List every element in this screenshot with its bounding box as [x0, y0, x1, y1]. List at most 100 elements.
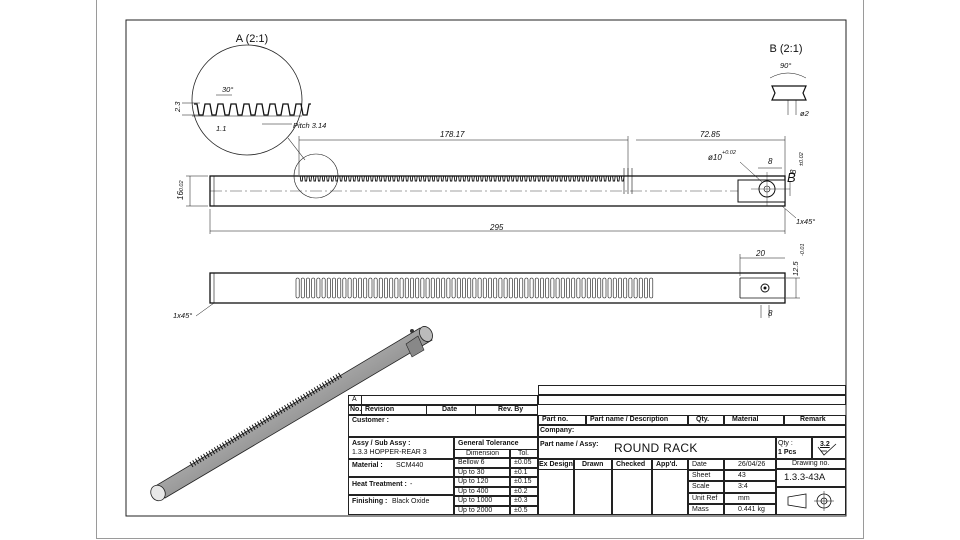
rack-slot — [493, 277, 498, 299]
rack-slot — [404, 277, 409, 299]
rack-slot — [456, 277, 461, 299]
finish-label: Finishing : — [352, 498, 388, 505]
rack-slot — [415, 277, 420, 299]
detail-b-angle: 90° — [780, 61, 791, 70]
surface-finish-icon — [817, 443, 837, 456]
drawing-no-label: Drawing no. — [792, 460, 830, 467]
tolerance-title: General Tolerance — [458, 440, 519, 447]
rack-slot — [612, 277, 617, 299]
iso-tooth — [194, 458, 199, 465]
tolerance-row-tol: ±0.15 — [514, 478, 532, 485]
front-view: 178.17 72.85 B ø10 +0.02 8 8 ±0.02 — [176, 130, 815, 234]
iso-tooth — [329, 377, 334, 384]
rack-slot — [566, 277, 570, 299]
rack-slot — [514, 277, 518, 299]
meta-label: Sheet — [692, 472, 711, 480]
tolerance-row-dim: Up to 2000 — [458, 506, 493, 514]
rack-slot — [555, 277, 560, 299]
iso-tooth — [313, 387, 318, 393]
sign-ex-design: Ex Design — [539, 461, 573, 468]
rack-slot — [571, 277, 576, 299]
iso-tooth — [221, 442, 226, 448]
rack-slot — [430, 277, 435, 299]
qty-label: Qty : — [778, 440, 793, 447]
rack-slot — [550, 277, 555, 299]
rack-slot — [638, 277, 643, 299]
meta-label: Mass — [692, 505, 709, 513]
callout-a-circle — [293, 153, 339, 199]
rack-slot — [436, 277, 440, 299]
iso-tooth — [275, 409, 280, 416]
dim-diameter-tol: -0.02 — [179, 180, 185, 193]
rack-slot — [332, 277, 336, 299]
rack-slot — [602, 277, 607, 299]
top-view: 20 12.5 -0.01 8 1x45° — [173, 243, 806, 320]
top-hole — [760, 283, 770, 293]
meta-value: mm — [738, 494, 750, 502]
rack-slot — [311, 277, 316, 299]
sign-drawn: Drawn — [582, 461, 604, 468]
header-part-name: Part name / Description — [590, 416, 669, 423]
rack-slot — [618, 277, 622, 299]
iso-tooth — [232, 435, 237, 442]
tolerance-row-dim: Up to 120 — [458, 478, 489, 485]
dim-end-length: 72.85 — [700, 130, 721, 139]
iso-tooth — [192, 460, 197, 466]
rack-slot — [337, 277, 342, 299]
rack-slot — [420, 277, 425, 299]
rack-slot — [649, 277, 654, 299]
part-name-value: ROUND RACK — [614, 441, 698, 455]
iso-tooth — [235, 434, 240, 440]
rack-teeth-front — [299, 175, 625, 182]
iso-tooth — [265, 416, 270, 422]
header-material: Material — [732, 416, 759, 423]
rev-header-revision: Revision — [365, 406, 395, 413]
rack-slot — [482, 277, 487, 299]
iso-tooth — [319, 383, 324, 390]
rev-header-no: No. — [350, 406, 362, 413]
title-block: A No. Revision Date Rev. By Customer : P… — [348, 385, 846, 515]
assy-label: Assy / Sub Assy : — [352, 440, 411, 447]
dim-overall: 295 — [489, 223, 504, 232]
heat-label: Heat Treatment : — [352, 481, 407, 488]
rack-slot — [633, 277, 638, 299]
iso-tooth — [213, 447, 218, 453]
header-remark: Remark — [800, 416, 826, 423]
finish-value: Black Oxide — [392, 498, 430, 505]
rack-slot — [389, 277, 394, 299]
dim-hole: ø10 — [708, 153, 722, 162]
tolerance-row-tol: ±0.3 — [514, 497, 528, 504]
iso-tooth — [254, 422, 259, 429]
rev-triangle: A — [352, 396, 357, 403]
rack-slot — [462, 277, 466, 299]
rack-slot — [623, 277, 628, 299]
dim-top-slot: 8 — [768, 309, 773, 318]
rack-slot — [347, 277, 352, 299]
meta-label: Unit Ref — [692, 494, 718, 502]
iso-tooth — [243, 429, 248, 435]
iso-tooth — [197, 456, 202, 463]
iso-tooth — [230, 437, 234, 443]
iso-tooth — [311, 388, 315, 395]
company-label: Company: — [540, 427, 575, 434]
iso-tooth — [224, 440, 229, 447]
iso-tooth — [240, 430, 245, 437]
part-name-label: Part name / Assy: — [540, 441, 599, 448]
iso-tooth — [211, 448, 216, 455]
rack-slot — [545, 277, 550, 299]
isometric-view — [150, 326, 433, 502]
iso-tooth — [294, 398, 299, 405]
rack-slot — [534, 277, 539, 299]
callout-b-label: B — [787, 170, 796, 185]
header-part-no: Part no. — [542, 416, 569, 423]
iso-tooth — [286, 403, 291, 409]
rack-slot — [300, 277, 305, 299]
iso-tooth — [289, 401, 294, 408]
detail-a-angle: 30° — [222, 85, 233, 94]
iso-tooth — [281, 406, 286, 413]
rack-slot — [477, 277, 482, 299]
chamfer-right: 1x45° — [796, 217, 815, 226]
rack-slot — [576, 277, 581, 299]
rack-slot — [384, 277, 388, 299]
